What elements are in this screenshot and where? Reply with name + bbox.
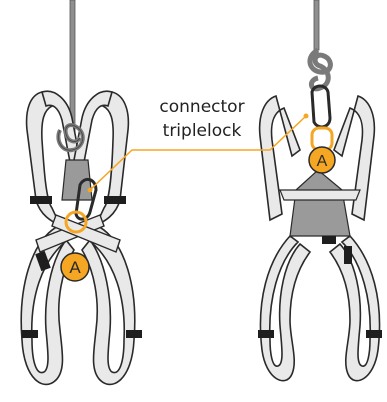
right-harness (258, 0, 382, 381)
buckle (366, 330, 382, 338)
right-rope-knot (310, 50, 330, 89)
leader-dot (88, 188, 93, 193)
buckle (22, 330, 38, 338)
callout-line-2: triplelock (152, 120, 252, 142)
buckle (258, 330, 274, 338)
right-leg-loop-right (330, 236, 380, 381)
left-shoulder-strap (27, 92, 60, 225)
leader-line-left (90, 150, 200, 190)
buckle (344, 246, 352, 264)
buckle (126, 330, 142, 338)
badge-letter: A (317, 153, 328, 170)
buckle (30, 196, 52, 204)
right-plate-strap (280, 190, 360, 200)
attachment-badge-left: A (61, 253, 89, 281)
right-back-plate (290, 170, 350, 236)
badge-letter: A (69, 258, 81, 277)
right-top-loop (74, 91, 112, 162)
left-harness (21, 0, 142, 384)
buckle (322, 236, 336, 244)
right-rope (314, 0, 319, 50)
callout-line-1: connector (152, 96, 252, 118)
attachment-badge-right: A (309, 147, 335, 173)
leader-dot (304, 114, 309, 119)
carabiner-icon (312, 86, 330, 127)
buckle (104, 196, 126, 204)
right-leg-loop-left (260, 236, 310, 381)
